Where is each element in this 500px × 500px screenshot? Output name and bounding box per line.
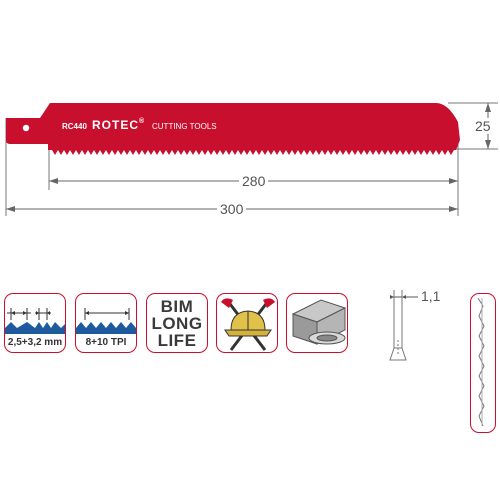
bim-line-2: LONG (151, 314, 203, 333)
bim-long-life-box: BIM LONG LIFE (146, 293, 208, 353)
total-length-label: 300 (217, 201, 247, 217)
blade-brand-logo: ROTEC® (92, 118, 145, 132)
firefighter-helmet-axes-icon (221, 298, 275, 351)
registered-mark: ® (139, 118, 146, 125)
tpi-icon-box: 8+10 TPI (75, 293, 137, 353)
saw-blade (6, 103, 460, 155)
tooth-pitch-label: 2,5+3,2 mm (7, 337, 63, 348)
cutting-length-label: 280 (239, 173, 269, 189)
blade-tagline: CUTTING TOOLS (152, 122, 217, 131)
brand-name: ROTEC (92, 118, 139, 132)
bim-line-1: BIM (160, 297, 194, 316)
blade-thickness-icon (389, 290, 418, 361)
tooth-set-profile-icon (477, 297, 485, 427)
profile-icon-box (286, 293, 348, 353)
height-dimension-label: 25 (474, 118, 492, 134)
tpi-icon (76, 308, 136, 334)
blade-drawing (5, 102, 498, 216)
bim-line-3: LIFE (157, 331, 197, 350)
tooth-pitch-icon-box: 2,5+3,2 mm (4, 293, 66, 353)
tpi-label: 8+10 TPI (85, 337, 127, 348)
rescue-icon-box (216, 293, 278, 353)
thickness-label: 1,1 (421, 288, 441, 304)
tooth-pitch-icon (5, 308, 65, 334)
steel-profile-pipe-icon (291, 299, 347, 345)
tooth-set-box (470, 293, 496, 433)
blade-model-label: RC440 (62, 122, 87, 131)
